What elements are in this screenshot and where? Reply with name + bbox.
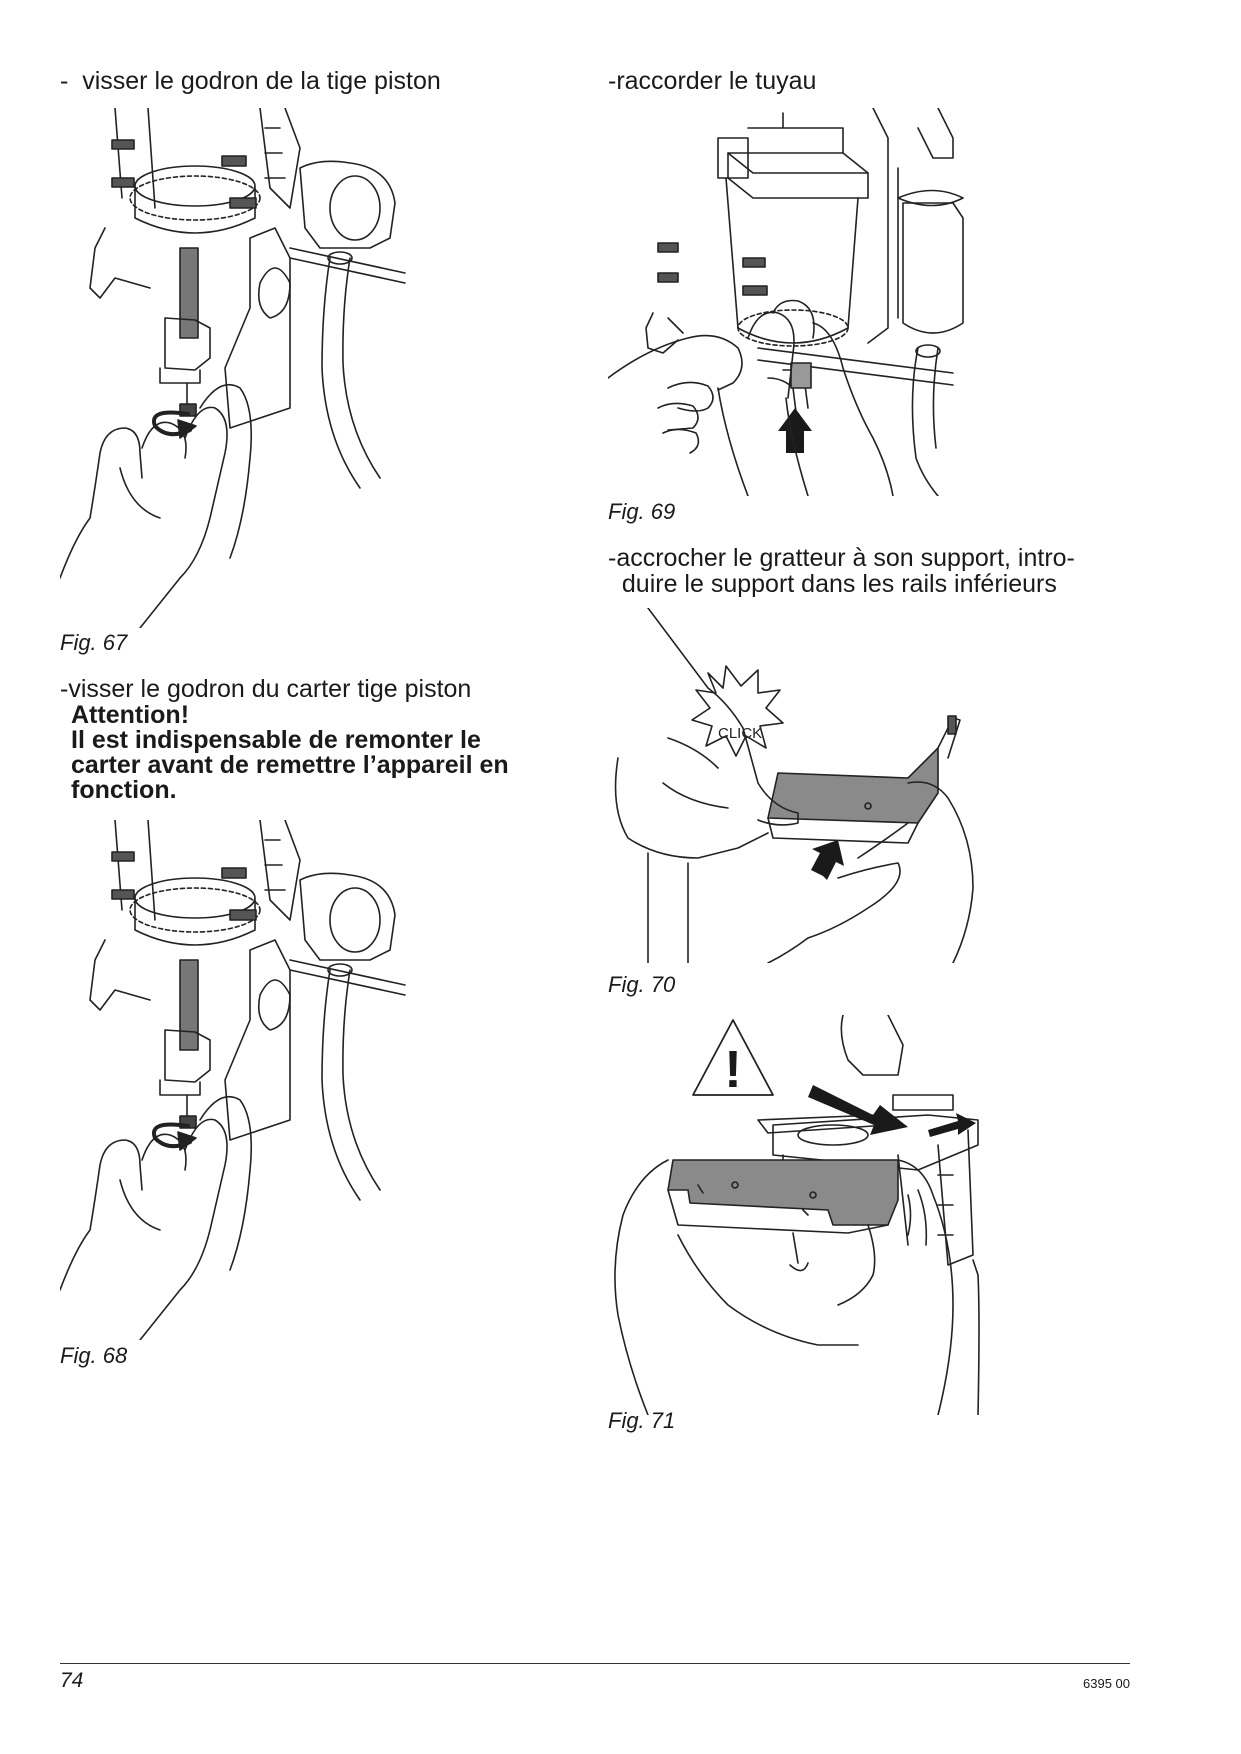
figure-70-caption: Fig. 70 bbox=[608, 972, 676, 997]
warning-line-3: fonction. bbox=[71, 776, 177, 804]
document-reference: 6395 00 bbox=[1083, 1676, 1130, 1691]
figure-67-caption: Fig. 67 bbox=[60, 630, 128, 655]
figure-68-caption: Fig. 68 bbox=[60, 1343, 128, 1368]
warning-line-1: Il est indispensable de remonter le bbox=[71, 726, 481, 754]
warning-line-2: carter avant de remettre l’appareil en bbox=[71, 751, 509, 779]
click-label: CLICK bbox=[718, 725, 762, 742]
scraper-tray-illustration bbox=[768, 716, 960, 843]
hand-icon bbox=[608, 301, 893, 497]
hand-icon bbox=[616, 608, 973, 963]
warning-title: Attention! bbox=[71, 701, 190, 729]
step-hook-scraper-line-1: -accrocher le gratteur à son support, in… bbox=[608, 544, 1075, 572]
footer-rule bbox=[60, 1663, 1130, 1664]
hand-icon bbox=[60, 1097, 251, 1340]
step-hook-scraper-line-2: duire le support dans les rails inférieu… bbox=[608, 570, 1057, 598]
machine-illustration bbox=[646, 108, 963, 496]
step-connect-hose: -raccorder le tuyau bbox=[608, 67, 817, 95]
figure-67-illustration bbox=[60, 108, 460, 628]
page-number: 74 bbox=[60, 1669, 84, 1692]
step-screw-piston-rod-knob: - visser le godron de la tige piston bbox=[60, 67, 441, 95]
warning-exclamation: ! bbox=[724, 1041, 741, 1099]
figure-69-illustration bbox=[608, 108, 978, 496]
warning-triangle-icon: ! bbox=[693, 1020, 773, 1099]
up-arrow-icon bbox=[811, 840, 844, 880]
machine-illustration bbox=[90, 820, 405, 1200]
figure-70-illustration: CLICK bbox=[608, 608, 998, 963]
hand-icon bbox=[60, 385, 251, 628]
hand-icon bbox=[615, 1160, 979, 1415]
machine-illustration bbox=[90, 108, 405, 488]
figure-71-illustration: ! bbox=[608, 1015, 998, 1415]
up-arrow-icon bbox=[778, 408, 812, 453]
scraper-tray-illustration bbox=[668, 1160, 898, 1271]
figure-69-caption: Fig. 69 bbox=[608, 499, 676, 524]
figure-68-illustration bbox=[60, 820, 460, 1340]
click-burst-icon: CLICK bbox=[692, 666, 783, 756]
insert-arrow-icon bbox=[808, 1085, 976, 1137]
figure-71-caption: Fig. 71 bbox=[608, 1408, 676, 1433]
step-screw-rod-housing-knob: -visser le godron du carter tige piston bbox=[60, 675, 472, 703]
